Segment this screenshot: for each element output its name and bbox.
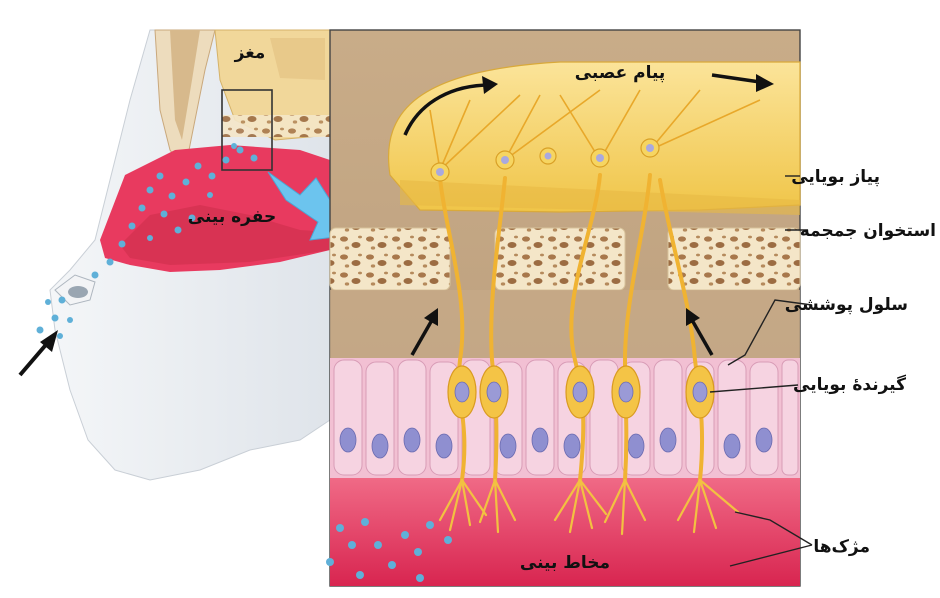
label-brain: مغز xyxy=(234,43,266,63)
head-profile xyxy=(50,30,330,480)
label-olfactory-receptor: گیرندهٔ بویایی xyxy=(793,374,906,395)
label-supporting-cell: سلول پوششی xyxy=(785,295,908,315)
label-nasal-cavity: حفره بینی xyxy=(188,207,276,227)
label-nasal-mucus: مخاط بینی xyxy=(520,553,610,573)
detail-panel xyxy=(326,30,800,586)
label-cilia: مژک‌ها xyxy=(813,537,870,557)
skull-bone-blocks xyxy=(330,228,800,290)
epithelium-cells xyxy=(330,358,800,478)
label-skull-bone: استخوان جمجمه xyxy=(800,221,936,241)
label-nerve-message: پیام عصبی xyxy=(575,63,666,83)
inhale-arrow-icon xyxy=(20,330,58,375)
label-olfactory-bulb: پیاز بویایی xyxy=(791,167,880,187)
